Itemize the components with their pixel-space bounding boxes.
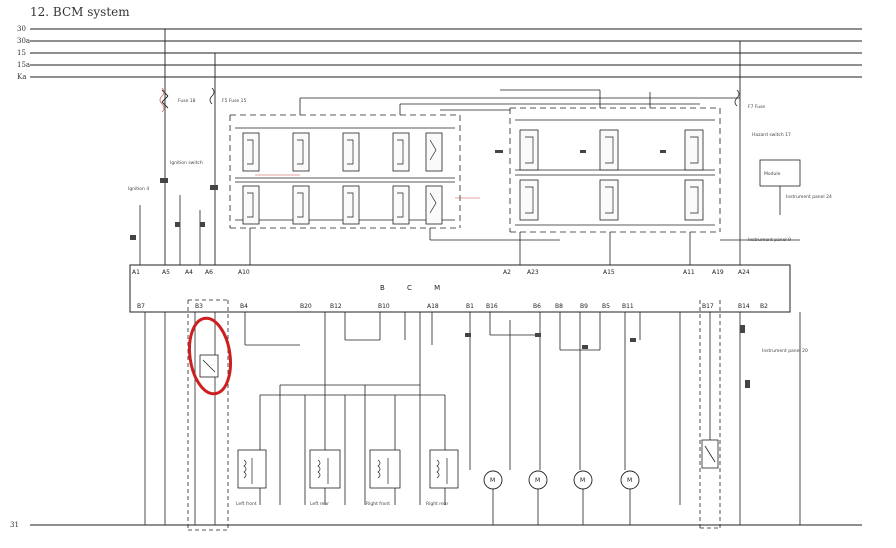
label-ip-9: Instrument panel 9 <box>748 237 791 243</box>
fuse-label-left: Fuse 18 <box>178 98 196 104</box>
fuse-label-mid: F5 Fuse 15 <box>222 98 246 104</box>
power-bus <box>30 28 862 78</box>
motor-label-1: M <box>490 477 495 484</box>
label-ip-20: Instrument panel 20 <box>762 348 808 354</box>
pin-bot-3: B4 <box>240 303 248 310</box>
bcm-label: B C M <box>380 284 450 292</box>
pin-bot-4: B20 <box>300 303 312 310</box>
window-motors <box>483 470 640 490</box>
relay-right-group <box>519 129 704 221</box>
pin-top-10: A19 <box>712 269 724 276</box>
pin-top-5: A10 <box>238 269 250 276</box>
pin-top-8: A15 <box>603 269 615 276</box>
bus-label-30: 30 <box>17 25 26 33</box>
pin-top-1: A1 <box>132 269 140 276</box>
bus-label-ka: Ka <box>17 73 26 81</box>
pin-bot-11: B8 <box>555 303 563 310</box>
door-switch <box>199 354 219 378</box>
motor-label-3: M <box>580 477 585 484</box>
pin-bot-7: A18 <box>427 303 439 310</box>
bcm-top-wires <box>139 195 741 265</box>
bus-feeds <box>161 29 741 265</box>
pin-bot-16: B14 <box>738 303 750 310</box>
pin-top-2: A5 <box>162 269 170 276</box>
bus-label-ground: 31 <box>10 521 19 529</box>
relay-left-group <box>242 132 443 225</box>
lock-label-3: Right front <box>366 501 390 507</box>
motor-label-2: M <box>535 477 540 484</box>
pin-bot-9: B16 <box>486 303 498 310</box>
connector-marks <box>130 150 750 388</box>
module-box-label: Module <box>764 171 781 177</box>
pin-top-6: A2 <box>503 269 511 276</box>
pin-bot-5: B12 <box>330 303 342 310</box>
pin-bot-13: B5 <box>602 303 610 310</box>
bus-label-15a: 15a <box>17 61 30 69</box>
pin-top-7: A23 <box>527 269 539 276</box>
lock-label-4: Right rear <box>426 501 449 507</box>
fuses <box>159 87 165 113</box>
lower-wiring <box>30 299 862 531</box>
label-ip-24: Instrument panel 24 <box>786 194 832 200</box>
motor-label-4: M <box>627 477 632 484</box>
pin-bot-15: B17 <box>702 303 714 310</box>
bus-label-30a: 30a <box>17 37 30 45</box>
pin-top-9: A11 <box>683 269 695 276</box>
label-left-a: Ignition 4 <box>128 186 149 192</box>
pin-bot-17: B2 <box>760 303 768 310</box>
pin-top-3: A4 <box>185 269 193 276</box>
bcm-module <box>129 264 791 313</box>
pin-bot-10: B6 <box>533 303 541 310</box>
bus-label-15: 15 <box>17 49 26 57</box>
relay-block <box>229 89 740 233</box>
lock-label-1: Left front <box>236 501 257 507</box>
pin-top-11: A24 <box>738 269 750 276</box>
ign-label: Ignition switch <box>170 160 203 166</box>
pin-bot-12: B9 <box>580 303 588 310</box>
pin-bot-6: B10 <box>378 303 390 310</box>
lock-actuators <box>237 449 459 489</box>
lock-label-2: Left rear <box>310 501 329 507</box>
pin-bot-1: B7 <box>137 303 145 310</box>
right-switch <box>701 439 719 469</box>
highlight-circle <box>188 316 232 396</box>
page-title: 12. BCM system <box>30 5 130 19</box>
fuse-label-right: F7 Fuse <box>748 104 765 110</box>
label-hazard: Hazard switch 17 <box>752 132 791 138</box>
pin-top-4: A6 <box>205 269 213 276</box>
pin-bot-14: B11 <box>622 303 634 310</box>
pin-bot-2: B3 <box>195 303 203 310</box>
pin-bot-8: B1 <box>466 303 474 310</box>
